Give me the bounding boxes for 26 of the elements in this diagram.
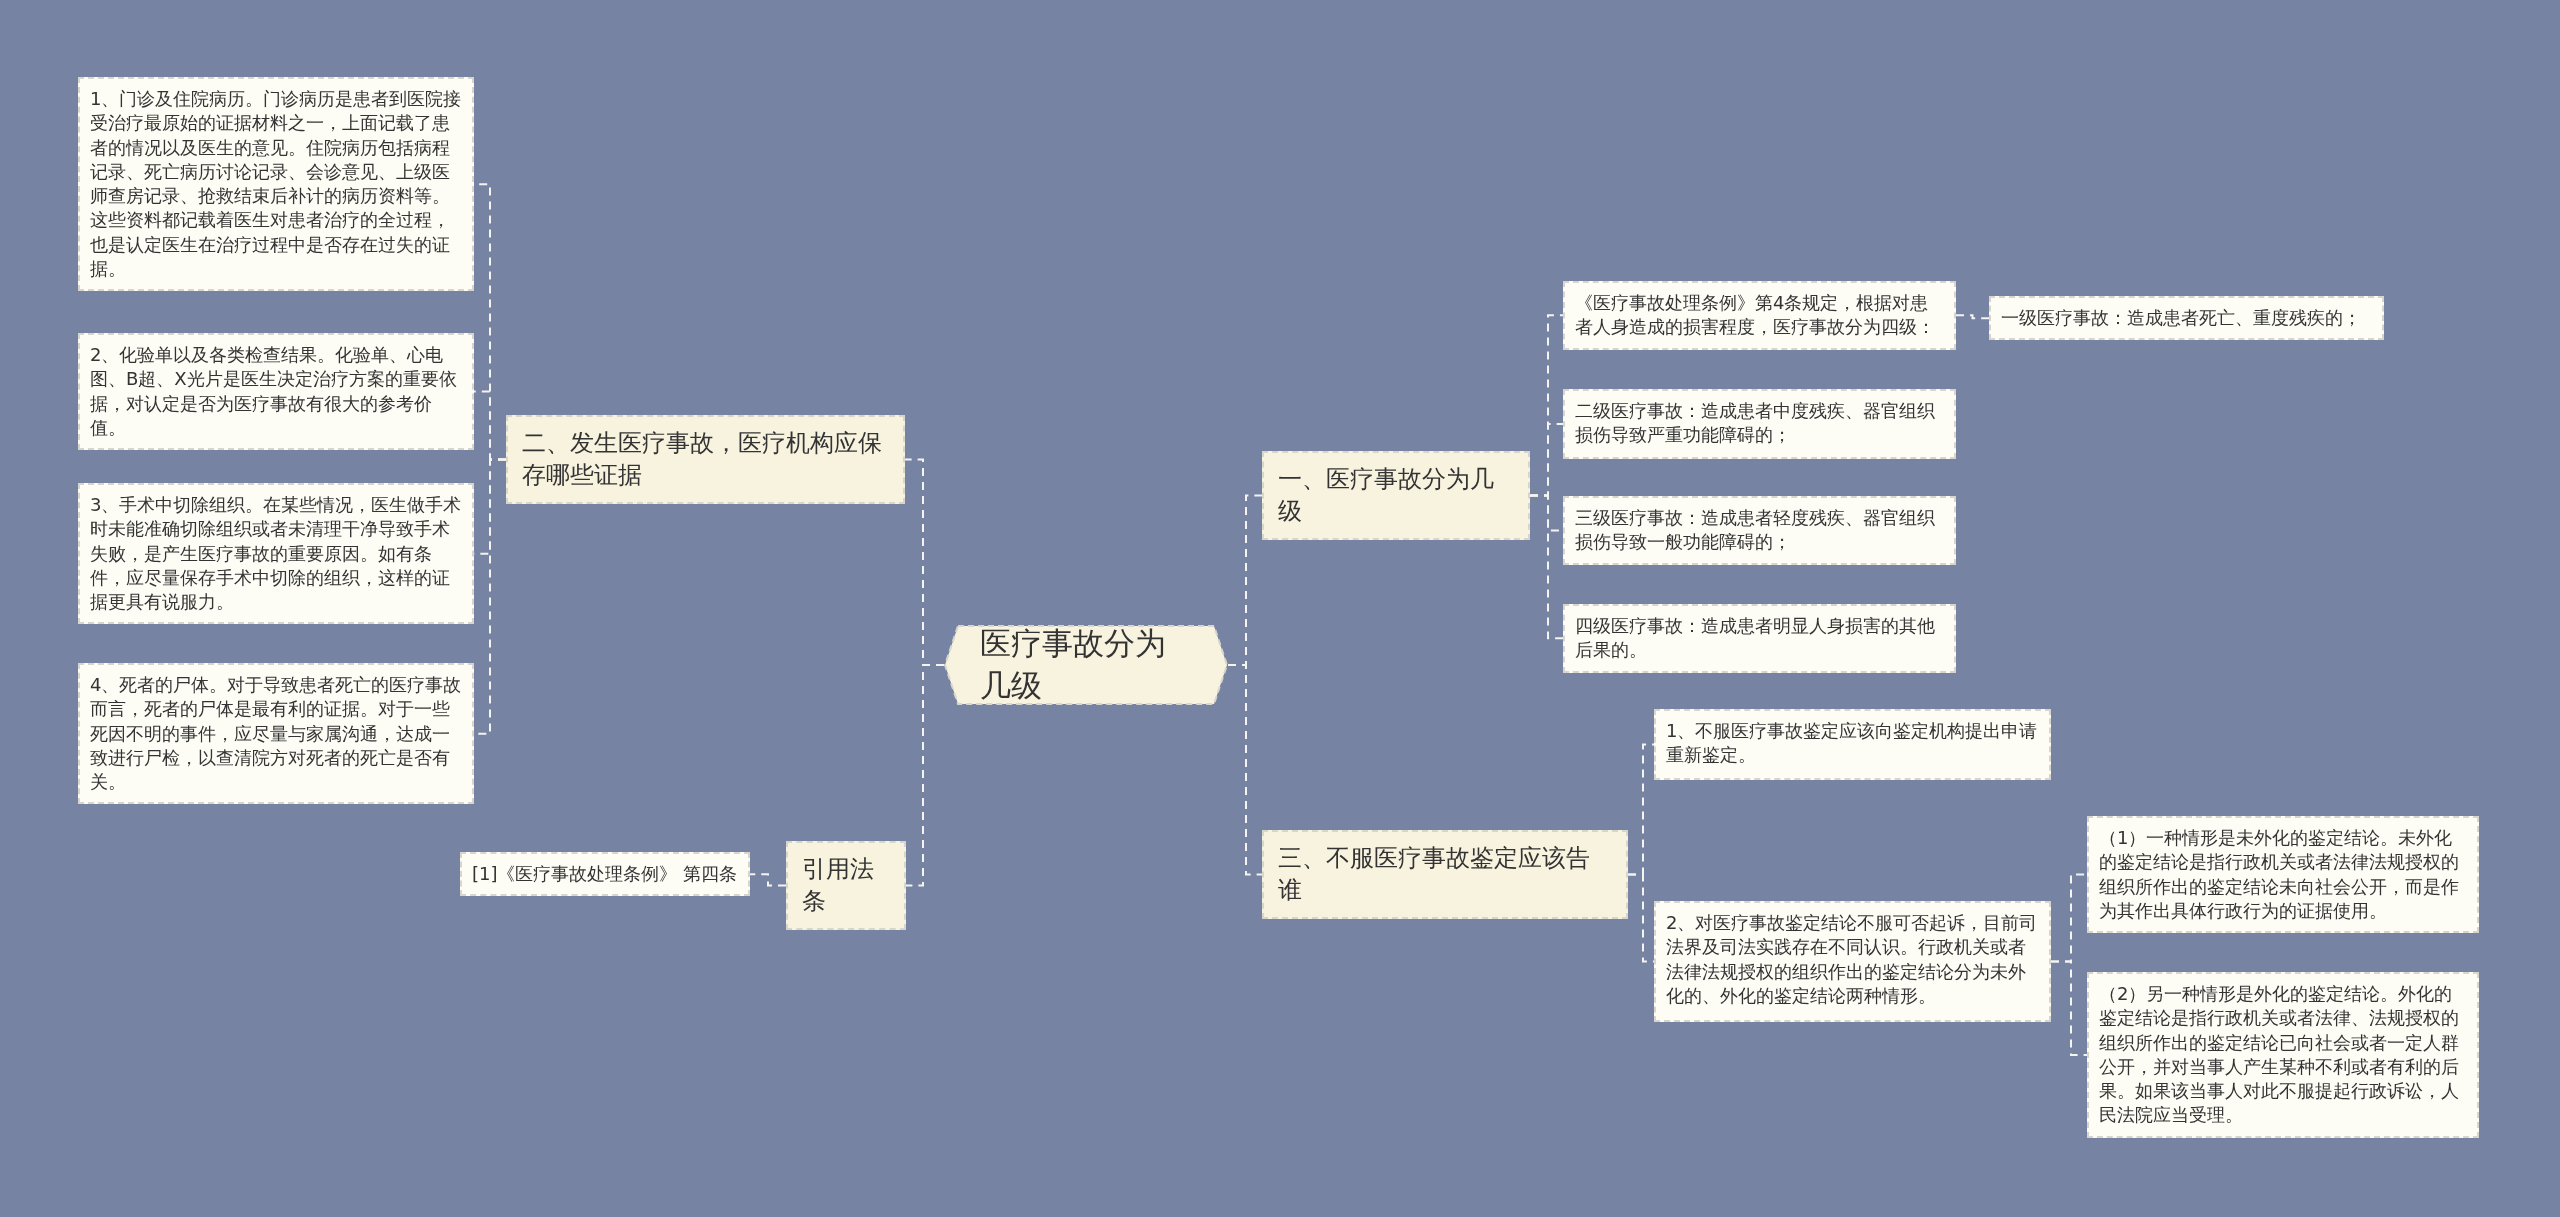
text-box: 1、门诊及住院病历。门诊病历是患者到医院接受治疗最原始的证据材料之一，上面记载了患者的情况以及医生的意见。住院病历包括病程记录、死亡病历讨论记录、会诊意见、上级医师查房记录、抢救结束后补计的病历资料等。这些资料都记载着医生对患者治疗的全过程，也是认定医生在治疗过程中是否存在过失的证据。 — [78, 77, 474, 292]
connector-line — [905, 664, 945, 887]
topic-box: 引用法条 — [786, 841, 906, 930]
text-box: （1）一种情形是未外化的鉴定结论。未外化的鉴定结论是指行政机关或者法律法规授权的组织所作出的鉴定结论未向社会公开，而是作为其作出具体行政行为的证据使用。 — [2087, 816, 2479, 934]
text-box: 《医疗事故处理条例》第4条规定，根据对患者人身造成的损害程度，医疗事故分为四级： — [1563, 281, 1956, 350]
connector-line — [1627, 873, 1655, 963]
text-box: 三级医疗事故：造成患者轻度残疾、器官组织损伤导致一般功能障碍的； — [1563, 496, 1956, 565]
text-box: 2、对医疗事故鉴定结论不服可否起诉，目前司法界及司法实践存在不同认识。行政机关或者法律法规授权的组织作出的鉴定结论分为未外化的、外化的鉴定结论两种情形。 — [1654, 901, 2051, 1022]
text-box: 二级医疗事故：造成患者中度残疾、器官组织损伤导致严重功能障碍的； — [1563, 389, 1956, 459]
connector-line — [1227, 664, 1263, 876]
topic-box: 三、不服医疗事故鉴定应该告谁 — [1262, 830, 1628, 919]
topic-box: 一、医疗事故分为几级 — [1262, 451, 1530, 540]
connector-line — [2050, 960, 2088, 1056]
topic-box: 二、发生医疗事故，医疗机构应保存哪些证据 — [506, 415, 905, 504]
central-topic-hexagon: 医疗事故分为几级 — [944, 625, 1228, 705]
connector-line — [1529, 494, 1564, 640]
text-box: 一级医疗事故：造成患者死亡、重度残疾的； — [1989, 296, 2384, 341]
text-box: 4、死者的尸体。对于导致患者死亡的医疗事故而言，死者的尸体是最有利的证据。对于一些死因不明的事件，应尽量与家属沟通，达成一致进行尸检，以查清院方对死者的死亡是否有关。 — [78, 663, 474, 805]
text-box: 2、化验单以及各类检查结果。化验单、心电图、B超、X光片是医生决定治疗方案的重要依据，对认定是否为医疗事故有很大的参考价值。 — [78, 333, 474, 451]
text-box: 1、不服医疗事故鉴定应该向鉴定机构提出申请重新鉴定。 — [1654, 709, 2051, 780]
text-box: [1]《医疗事故处理条例》 第四条 — [460, 852, 750, 897]
text-box: 四级医疗事故：造成患者明显人身损害的其他后果的。 — [1563, 604, 1956, 673]
text-box: 3、手术中切除组织。在某些情况，医生做手术时未能准确切除组织或者未清理干净导致手术失败，是产生医疗事故的重要原因。如有条件，应尽量保存手术中切除的组织，这样的证据更具有说服力。 — [78, 483, 474, 625]
connector-line — [1955, 314, 1990, 320]
connector-line — [749, 873, 787, 887]
text-box: （2）另一种情形是外化的鉴定结论。外化的鉴定结论是指行政机关或者法律、法规授权的组织所作出的鉴定结论已向社会或者一定人群公开，并对当事人产生某种不利或者有利的后果。如果该当事人对此不服提起行政诉讼，人民法院应当受理。 — [2087, 972, 2479, 1138]
